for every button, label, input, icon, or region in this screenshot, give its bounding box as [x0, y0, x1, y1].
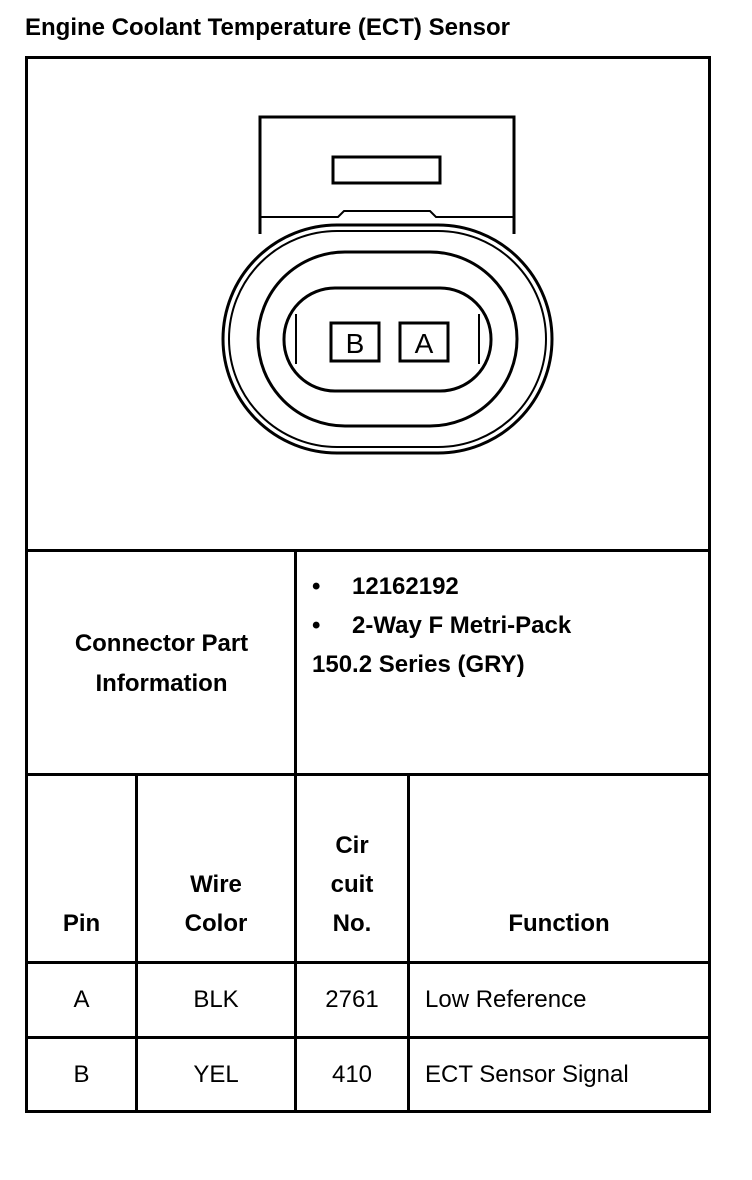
connector-latch-housing [258, 115, 516, 234]
table-row-b-function: ECT Sensor Signal [425, 1061, 629, 1088]
part-number-item: • 12162192 [312, 567, 571, 606]
table-row-a-wire-color: BLK [193, 986, 239, 1013]
table-row-a-function: Low Reference [425, 986, 587, 1013]
connector-outer-shell [221, 223, 554, 455]
divider-part-info-bottom [25, 773, 711, 776]
connector-inner-wall [256, 250, 519, 428]
part-info-values: • 12162192 • 2-Way F Metri-Pack 150.2 Se… [312, 567, 571, 684]
pin-b-box [329, 321, 381, 363]
connector-terminal-cavity [282, 286, 493, 393]
table-row-a-circuit: 2761 [325, 986, 379, 1013]
header-function: Function [508, 910, 610, 937]
table-row-b-wire-color: YEL [193, 1061, 239, 1088]
header-pin: Pin [62, 910, 101, 937]
pin-a-box [398, 321, 450, 363]
page-title: Engine Coolant Temperature (ECT) Sensor [25, 14, 510, 41]
divider-header-bottom [25, 961, 711, 964]
header-circuit-number: Cir cuit No. [330, 832, 374, 937]
table-row-b-circuit: 410 [331, 1061, 373, 1088]
divider-pin-col [135, 773, 138, 1113]
divider-row-a-bottom [25, 1036, 711, 1039]
connector-diagram: B A [221, 115, 554, 455]
pin-b-label: B [346, 328, 365, 359]
part-info-label: Connector Part Information [74, 629, 249, 697]
divider-circuit-col [407, 773, 410, 1113]
connector-housing-step [260, 210, 514, 218]
table-row-b-pin: B [73, 1061, 90, 1088]
divider-diagram-bottom [25, 549, 711, 552]
divider-part-info-col [294, 549, 297, 1113]
connector-housing [221, 115, 554, 455]
pin-a-label: A [415, 328, 434, 359]
connector-series: 150.2 Series (GRY) [312, 651, 525, 678]
header-wire-color: Wire Color [184, 871, 248, 937]
bullet-icon: • [312, 573, 321, 600]
bullet-icon: • [312, 612, 321, 639]
connector-cavity-key [295, 314, 480, 364]
table-frame [25, 56, 711, 1113]
connector-latch-slot [331, 155, 442, 185]
table-row-a-pin: A [73, 986, 90, 1013]
connector-type-item: • 2-Way F Metri-Pack [312, 606, 571, 645]
connector-outer-rim [228, 230, 547, 448]
connector-pins: B A [329, 321, 450, 363]
